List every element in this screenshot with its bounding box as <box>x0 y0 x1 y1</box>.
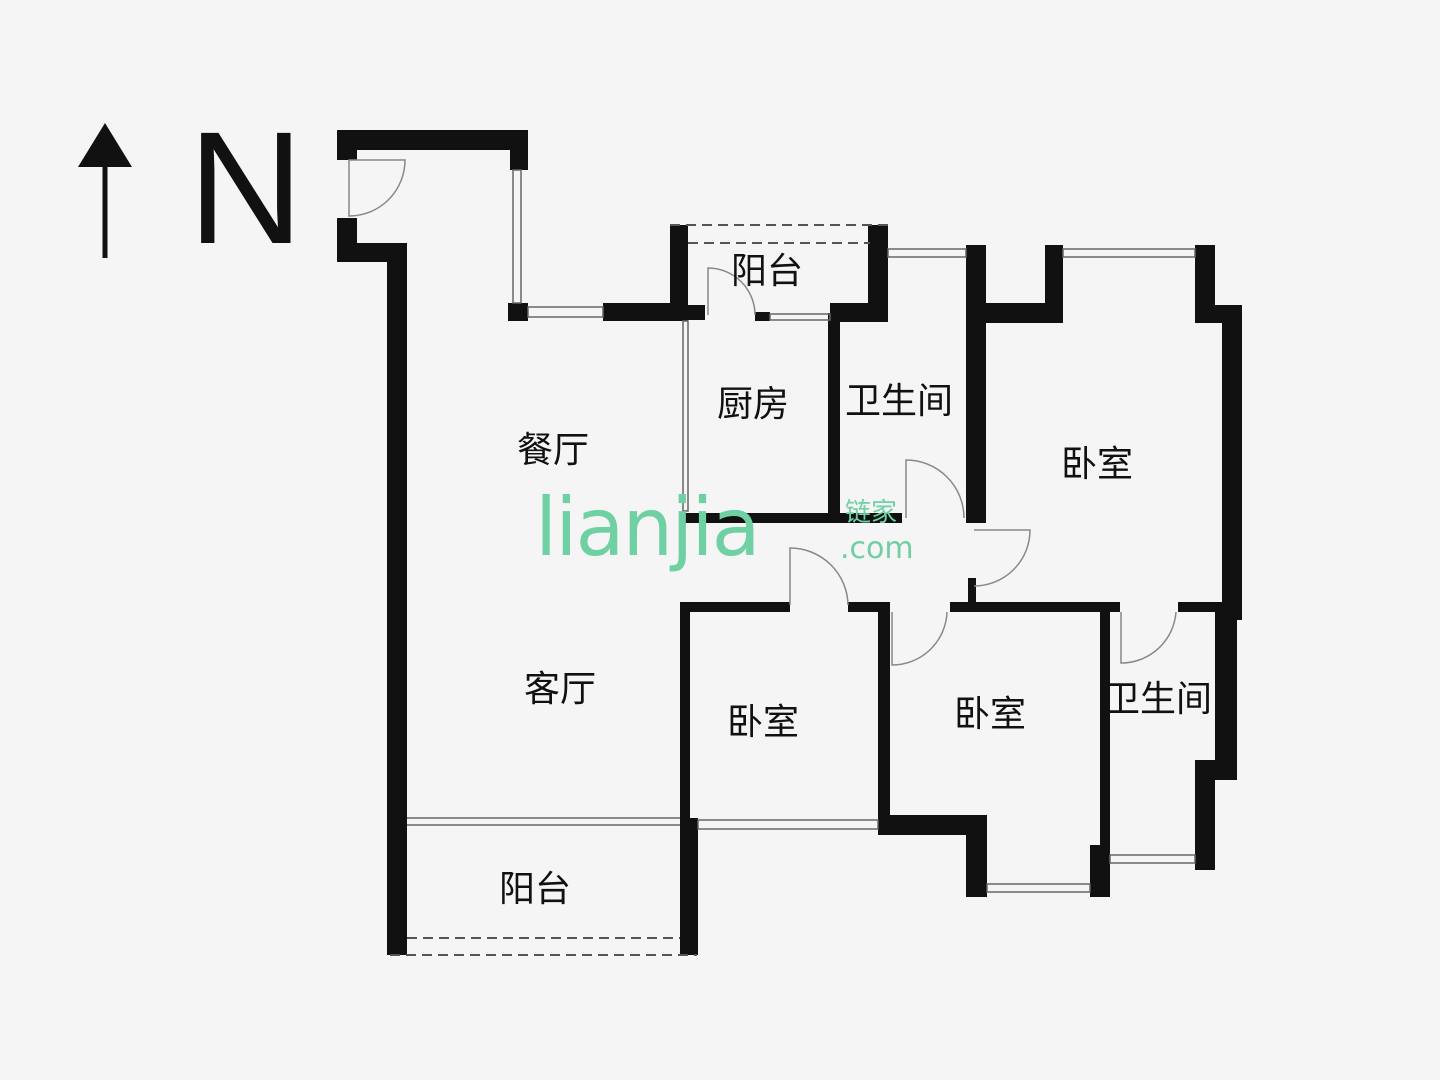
room-label-balcony-north: 阳台 <box>730 251 804 292</box>
room-label-bathroom-south: 卫生间 <box>1103 679 1213 720</box>
balcony-dashed-edges <box>390 224 888 956</box>
north-label: N <box>188 98 304 277</box>
windows <box>407 169 1196 893</box>
watermark-domain: .com <box>840 531 914 566</box>
watermark-logo: lianjia <box>535 481 761 574</box>
room-label-dining-room: 餐厅 <box>516 430 590 471</box>
walls <box>337 130 1242 955</box>
room-label-kitchen: 厨房 <box>716 384 790 425</box>
watermark-logo-cn: 链家 <box>845 498 898 528</box>
room-label-bedroom-south: 卧室 <box>953 694 1027 735</box>
room-label-living-room: 客厅 <box>523 669 597 710</box>
room-label-bathroom-north: 卫生间 <box>844 381 954 422</box>
room-label-balcony-south: 阳台 <box>498 869 572 910</box>
door-swings <box>348 159 1177 666</box>
room-label-master-bedroom: 卧室 <box>1060 444 1134 485</box>
room-label-bedroom-south-west: 卧室 <box>726 702 800 743</box>
north-arrow-icon <box>78 123 132 258</box>
